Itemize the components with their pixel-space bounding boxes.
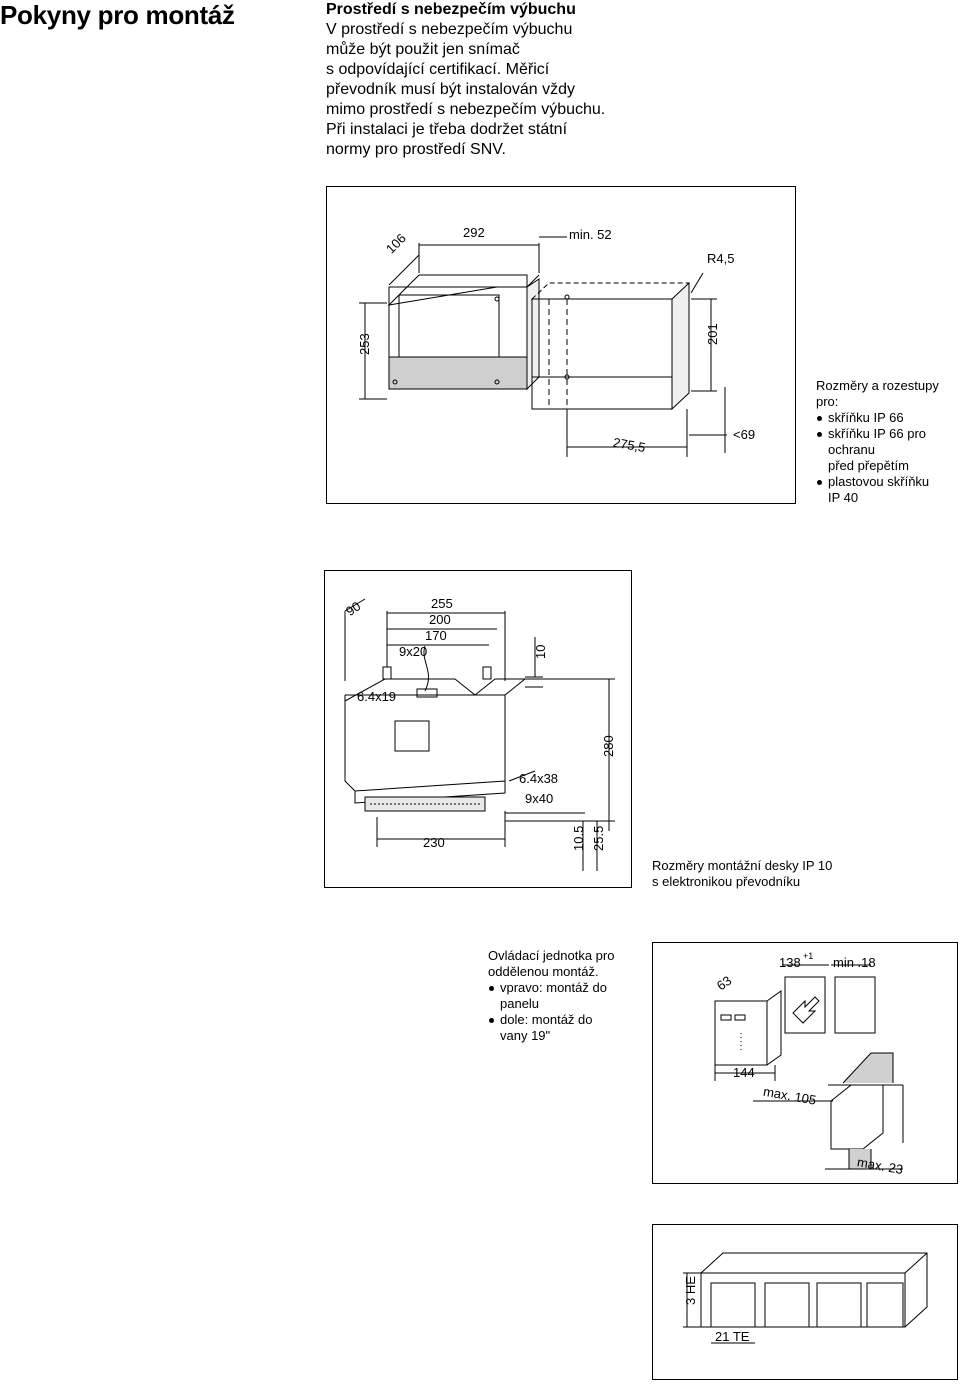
caption-continuation: panelu xyxy=(500,996,540,1011)
dimension-label: 63 xyxy=(714,973,734,994)
caption-line: oddělenou montáž. xyxy=(488,964,599,979)
dimension-label: 90 xyxy=(343,598,363,619)
tray-unit xyxy=(830,1084,884,1150)
control-unit-caption: Ovládací jednotka pro oddělenou montáž. … xyxy=(488,948,638,1044)
section-body-line: může být použit jen snímač xyxy=(326,41,520,58)
section-body: V prostředí s nebezpečím výbuchu může bý… xyxy=(326,20,626,160)
caption-continuation: vany 19" xyxy=(500,1028,551,1043)
housing-dimensions-drawing: 106 292 min. 52 R4,5 253 201 275,5 <69 xyxy=(357,225,755,457)
dimension-label: max. 105 xyxy=(762,1084,817,1108)
dimension-label: 253 xyxy=(357,333,372,355)
caption-bullet: dole: montáž do xyxy=(488,1012,638,1028)
dimension-label: 10 xyxy=(533,645,548,659)
rack-module xyxy=(710,1282,756,1328)
explosion-hazard-section: Prostředí s nebezpečím výbuchu V prostře… xyxy=(326,0,626,160)
rack-module xyxy=(764,1282,810,1328)
dimension-label: R4,5 xyxy=(707,251,734,266)
caption-continuation: před přepětím xyxy=(828,458,909,473)
caption-bullet: skříňku IP 66 xyxy=(816,410,956,426)
rack-module xyxy=(816,1282,862,1328)
section-title: Prostředí s nebezpečím výbuchu xyxy=(326,1,576,18)
caption-bullet: vpravo: montáž do xyxy=(488,980,638,996)
dimension-label: 170 xyxy=(425,628,447,643)
dimension-label: 21 TE xyxy=(715,1329,750,1344)
control-unit-figure: 63 138 +1 min .18 144 max. 105 max. 23 xyxy=(652,942,958,1184)
housing-left-outline xyxy=(387,274,528,306)
dimension-label: 138 xyxy=(779,955,801,970)
housing-dimensions-figure: 106 292 min. 52 R4,5 253 201 275,5 <69 xyxy=(326,186,796,504)
page-heading: Pokyny pro montáž xyxy=(0,0,235,30)
caption-line: Ovládací jednotka pro xyxy=(488,948,615,963)
dimension-label: min. 52 xyxy=(569,227,612,242)
dimension-label: 9x20 xyxy=(399,644,427,659)
dimension-label: 144 xyxy=(733,1065,755,1080)
housing-right-outline xyxy=(530,282,690,300)
section-body-line: mimo prostředí s nebezpečím výbuchu. xyxy=(326,101,606,118)
mounting-plate-drawing: 90 255 200 170 9x20 10 6.4x19 280 6.4x38… xyxy=(343,596,616,871)
dimension-label: 200 xyxy=(429,612,451,627)
dimension-label: 10.5 xyxy=(571,826,586,851)
housing-right-front xyxy=(531,298,673,410)
caption-line: pro: xyxy=(816,394,839,409)
dimension-label: 292 xyxy=(463,225,485,240)
dimension-label: <69 xyxy=(733,427,755,442)
section-body-line: V prostředí s nebezpečím výbuchu xyxy=(326,21,573,38)
dimension-label: 230 xyxy=(423,835,445,850)
caption-line: Rozměry a rozestupy xyxy=(816,378,939,393)
mounting-plate-outline xyxy=(344,678,527,792)
section-body-line: normy pro prostředí SNV. xyxy=(326,141,506,158)
insert-arrow xyxy=(792,996,820,1024)
caption-line: Rozměry montážní desky IP 10 xyxy=(652,858,833,873)
housing-dimensions-caption: Rozměry a rozestupy pro: skříňku IP 66 s… xyxy=(816,378,956,506)
panel-cutout xyxy=(784,976,826,1034)
dimension-label: 3 HE xyxy=(683,1276,698,1305)
section-body-line: Při instalaci je třeba dodržet státní xyxy=(326,121,568,138)
caption-continuation: IP 40 xyxy=(828,490,859,505)
control-unit-drawing: 63 138 +1 min .18 144 max. 105 max. 23 xyxy=(714,951,904,1177)
mounting-plate-caption: Rozměry montážní desky IP 10 s elektroni… xyxy=(652,858,882,890)
caption-bullet: skříňku IP 66 pro xyxy=(816,426,956,442)
section-body-line: převodník musí být instalován vždy xyxy=(326,81,576,98)
dimension-label: 280 xyxy=(601,735,616,757)
dimension-label: max. 23 xyxy=(856,1154,904,1177)
dimension-label: +1 xyxy=(803,951,813,961)
dimension-label: 201 xyxy=(705,323,720,345)
caption-bullet: plastovou skříňku xyxy=(816,474,956,490)
rack-frame xyxy=(700,1252,928,1328)
dimension-label: 106 xyxy=(383,230,409,256)
dimension-label: 6.4x38 xyxy=(519,771,558,786)
rack-mount-figure: 3 HE 21 TE xyxy=(652,1224,958,1380)
dimension-label: 25.5 xyxy=(591,826,606,851)
dimension-label: 6.4x19 xyxy=(357,689,396,704)
section-body-line: s odpovídající certifikací. Měřicí xyxy=(326,61,550,78)
control-unit-front xyxy=(714,1000,768,1066)
caption-continuation: ochranu xyxy=(828,442,875,457)
dimension-label: 9x40 xyxy=(525,791,553,806)
caption-line: s elektronikou převodníku xyxy=(652,874,801,889)
rack-module xyxy=(866,1282,904,1328)
display-window xyxy=(394,720,430,752)
rack-mount-drawing: 3 HE 21 TE xyxy=(683,1252,928,1344)
mounting-plate-figure: 90 255 200 170 9x20 10 6.4x19 280 6.4x38… xyxy=(324,570,632,888)
dimension-label: min .18 xyxy=(833,955,876,970)
dimension-label: 255 xyxy=(431,596,453,611)
dimension-label: 275,5 xyxy=(612,435,647,455)
